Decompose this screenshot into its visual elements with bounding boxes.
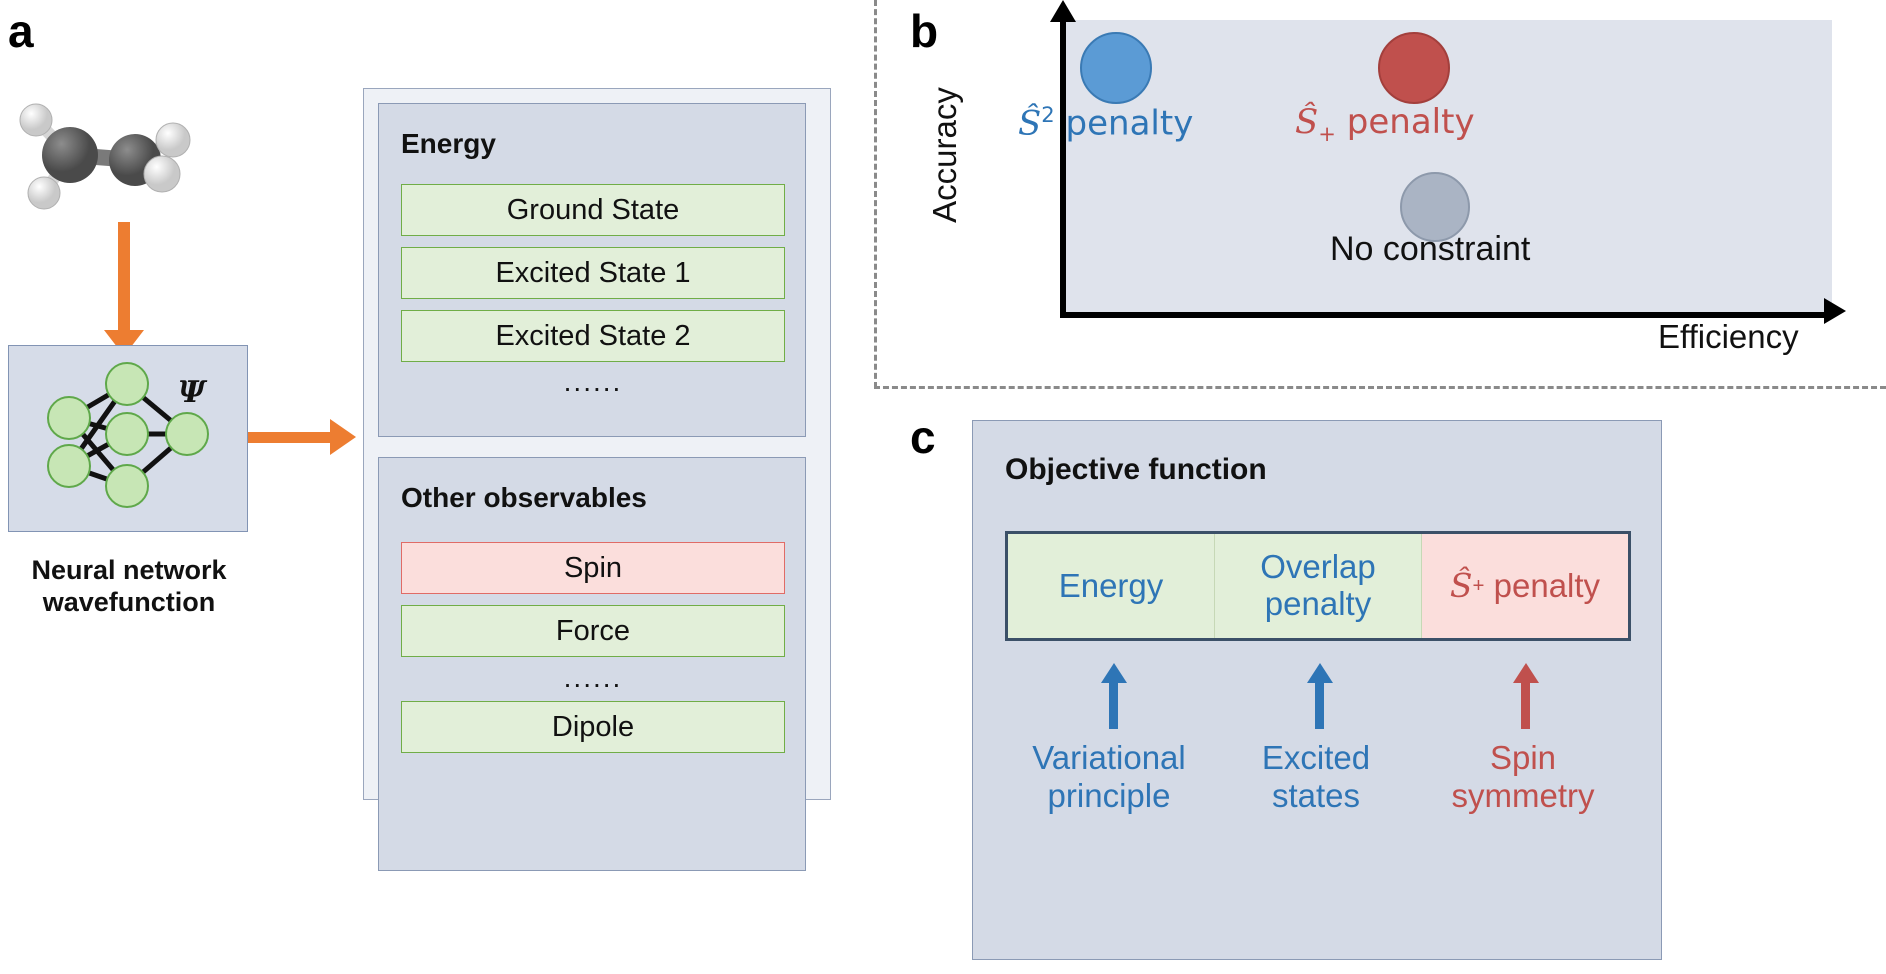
arrow-shaft-excited xyxy=(1315,683,1324,729)
energy-ellipsis: ...... xyxy=(563,366,623,397)
y-axis-line xyxy=(1060,18,1066,318)
data-point-s2-penalty[interactable] xyxy=(1080,32,1152,104)
caption-spin-symmetry: Spin symmetry xyxy=(1451,739,1595,814)
objective-term-energy[interactable]: Energy xyxy=(1008,534,1215,638)
objective-term-splus-penalty[interactable]: Ŝ+ penalty xyxy=(1422,534,1628,638)
right-arrow-head xyxy=(330,419,356,455)
panel-a: a xyxy=(0,0,880,974)
observable-item-spin[interactable]: Spin xyxy=(401,542,785,594)
panel-c-letter: c xyxy=(910,411,936,463)
energy-panel-heading: Energy xyxy=(401,128,496,159)
other-observables-panel: Other observables Spin Force ...... Dipo… xyxy=(378,457,806,871)
y-axis-arrowhead xyxy=(1050,0,1076,22)
observable-item-dipole[interactable]: Dipole xyxy=(401,701,785,753)
neural-network-caption: Neural network wavefunction xyxy=(31,555,227,617)
divider-horizontal xyxy=(874,386,1886,389)
arrow-head-spin xyxy=(1513,663,1539,683)
arrow-shaft-variational xyxy=(1109,683,1118,729)
panel-b-letter: b xyxy=(910,5,939,57)
x-axis-label: Efficiency xyxy=(1658,318,1799,355)
neural-network-graph xyxy=(47,362,209,508)
energy-item-excited-state-1[interactable]: Excited State 1 xyxy=(401,247,785,299)
caption-variational-principle: Variational principle xyxy=(1032,739,1186,814)
x-axis-line xyxy=(1060,312,1830,318)
panel-c: c Objective function Energy Overlap pena… xyxy=(900,386,1886,974)
other-observables-heading: Other observables xyxy=(401,482,647,513)
data-label-splus-penalty: Ŝ+ penalty xyxy=(1295,102,1475,146)
down-arrow-shaft xyxy=(118,222,130,342)
observable-item-force[interactable]: Force xyxy=(401,605,785,657)
objective-term-overlap-penalty[interactable]: Overlap penalty xyxy=(1215,534,1422,638)
neural-network-box xyxy=(8,345,248,532)
objective-terms-row: Energy Overlap penalty Ŝ+ penalty xyxy=(1005,531,1631,641)
y-axis-label: Accuracy xyxy=(926,87,963,223)
energy-panel: Energy Ground State Excited State 1 Exci… xyxy=(378,103,806,437)
data-point-splus-penalty[interactable] xyxy=(1378,32,1450,104)
data-label-no-constraint: No constraint xyxy=(1330,230,1531,268)
ethylene-molecule-icon xyxy=(19,103,191,210)
data-label-s2-penalty: Ŝ2 penalty xyxy=(1018,102,1194,144)
divider-vertical xyxy=(874,0,877,388)
other-observables-ellipsis: ...... xyxy=(563,662,623,693)
objective-function-heading: Objective function xyxy=(1005,453,1267,486)
panel-b: b Accuracy Efficiency Ŝ2 penalty Ŝ+ pena… xyxy=(900,0,1886,386)
x-axis-arrowhead xyxy=(1824,298,1846,324)
caption-excited-states: Excited states xyxy=(1261,739,1371,814)
arrow-head-excited xyxy=(1307,663,1333,683)
energy-item-excited-state-2[interactable]: Excited State 2 xyxy=(401,310,785,362)
observables-container: Energy Ground State Excited State 1 Exci… xyxy=(363,88,831,871)
energy-item-ground-state[interactable]: Ground State xyxy=(401,184,785,236)
data-point-no-constraint[interactable] xyxy=(1400,172,1470,242)
arrow-head-variational xyxy=(1101,663,1127,683)
psi-symbol-label: Ψ xyxy=(178,375,206,410)
right-arrow-shaft xyxy=(248,432,336,443)
arrow-shaft-spin xyxy=(1521,683,1530,729)
panel-a-letter: a xyxy=(8,5,34,57)
objective-function-box: Objective function Energy Overlap penalt… xyxy=(972,420,1662,960)
